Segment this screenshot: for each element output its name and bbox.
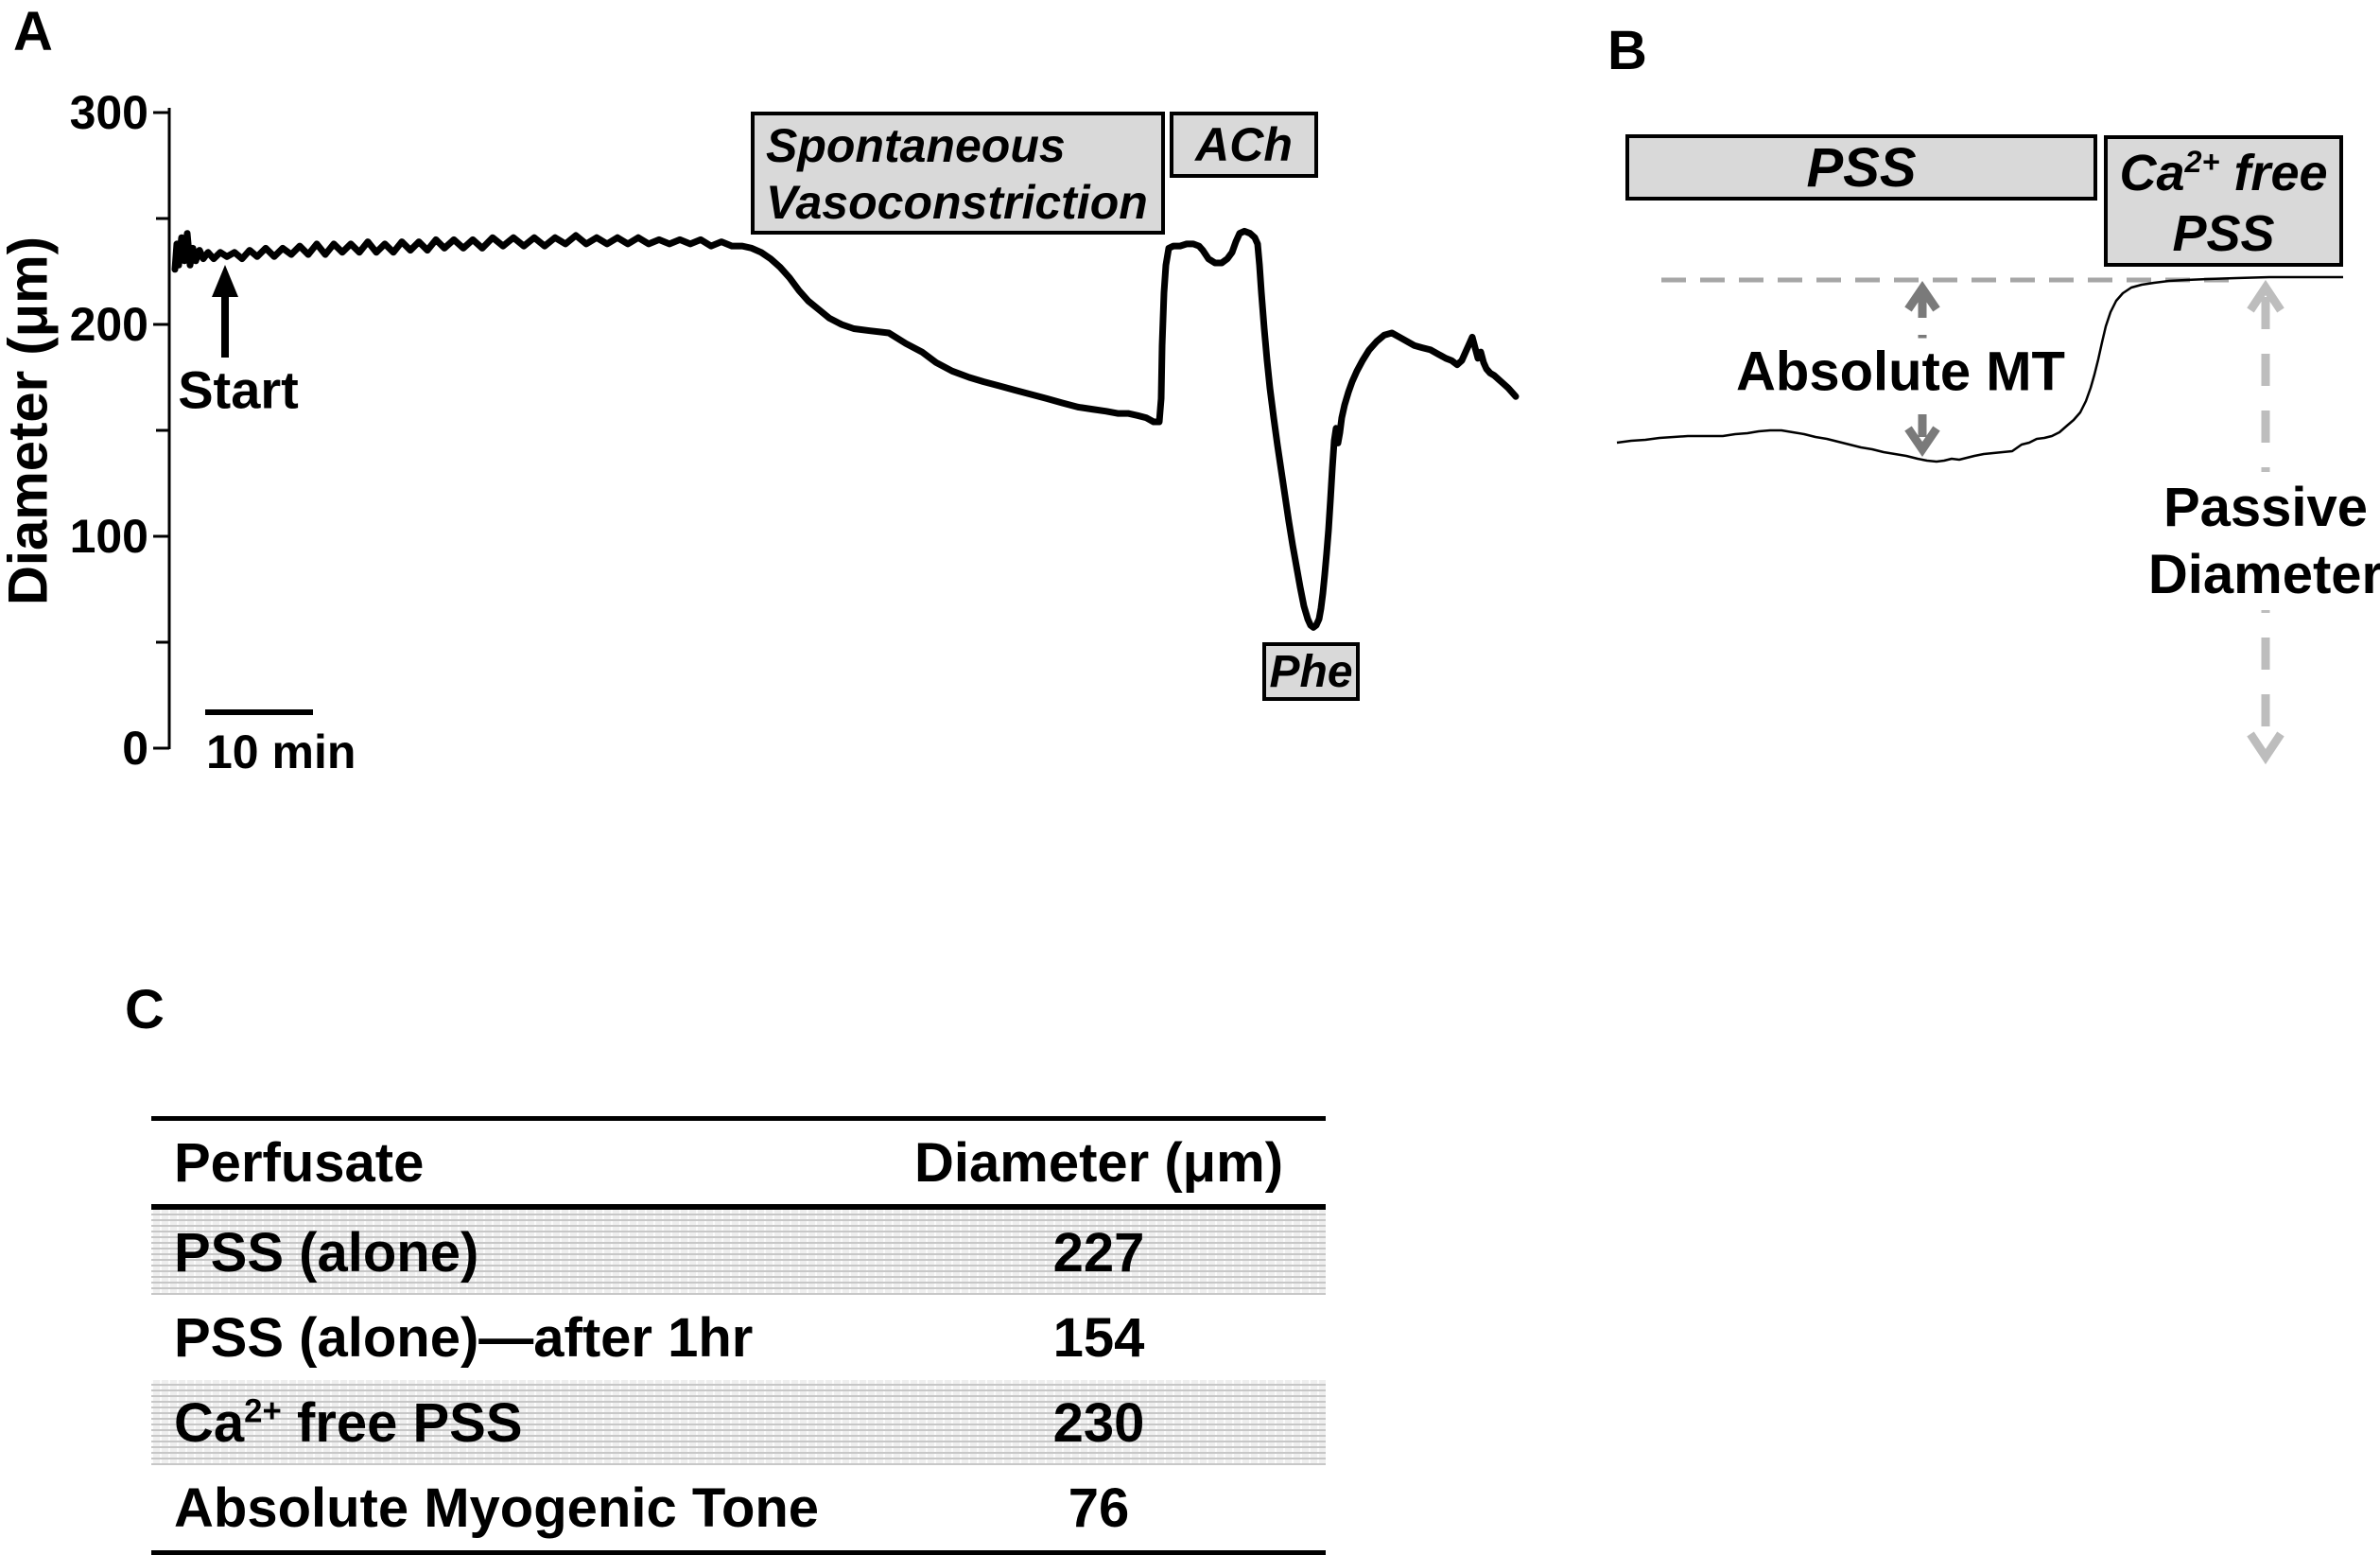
y-tick-label: 100 xyxy=(69,510,148,563)
phe-label: Phe xyxy=(1269,646,1353,697)
absolute-mt-arrow xyxy=(1904,281,1940,457)
perfusate-table: Perfusate Diameter (μm) PSS (alone) 227 … xyxy=(151,1116,1326,1555)
table-row: Ca2+ free PSS 230 xyxy=(151,1380,1326,1465)
row-value: 227 xyxy=(1052,1221,1145,1284)
scalebar-label: 10 min xyxy=(206,725,356,778)
row-label: PSS (alone) xyxy=(174,1221,479,1284)
ca-free-line1: Ca2+ free xyxy=(2119,145,2328,201)
row-label: Absolute Myogenic Tone xyxy=(174,1476,820,1539)
y-axis-ticks xyxy=(153,111,169,750)
table-row: PSS (alone)—after 1hr 154 xyxy=(151,1295,1326,1380)
spontaneous-line2: Vasoconstriction xyxy=(766,176,1148,229)
absolute-mt-annotation: Absolute MT xyxy=(1729,338,2073,406)
pss-box: PSS xyxy=(1625,134,2097,201)
ach-label: ACh xyxy=(1195,118,1293,171)
passive-line1: Passive xyxy=(2163,477,2369,538)
row-label: PSS (alone)—after 1hr xyxy=(174,1306,754,1369)
row-label: Ca2+ free PSS xyxy=(174,1391,523,1454)
row-value: 76 xyxy=(1068,1476,1130,1539)
ca-superscript: 2+ xyxy=(2184,145,2220,179)
start-arrow-head xyxy=(212,265,238,297)
ca-free-line2: PSS xyxy=(2172,205,2275,262)
y-tick-label: 0 xyxy=(122,722,148,775)
y-tick-label: 200 xyxy=(69,298,148,351)
table-row: Absolute Myogenic Tone 76 xyxy=(151,1465,1326,1550)
passive-line2: Diameter xyxy=(2147,544,2380,605)
panel-c-label: C xyxy=(125,979,165,1040)
panel-b-label: B xyxy=(1607,20,1647,81)
passive-diameter-arrow xyxy=(2247,279,2284,765)
y-tick-label: 300 xyxy=(69,86,148,139)
spontaneous-line1: Spontaneous xyxy=(766,119,1066,172)
panel-a-label: A xyxy=(13,1,53,62)
row-value: 230 xyxy=(1052,1391,1145,1454)
start-annotation: Start xyxy=(178,359,299,420)
table-row: PSS (alone) 227 xyxy=(151,1210,1326,1295)
ca-free-pss-box: Ca2+ free PSS xyxy=(2104,135,2343,267)
panel-a-diameter-trace xyxy=(171,227,1520,631)
header-diameter: Diameter (μm) xyxy=(913,1131,1284,1194)
row-value: 154 xyxy=(1052,1306,1145,1369)
passive-diameter-annotation: Passive Diameter xyxy=(2140,472,2380,610)
pss-label: PSS xyxy=(1806,136,1917,199)
phe-box: Phe xyxy=(1262,642,1360,701)
spontaneous-vasoconstriction-box: Spontaneous Vasoconstriction xyxy=(751,112,1165,235)
ca-superscript: 2+ xyxy=(244,1392,282,1430)
table-header-row: Perfusate Diameter (μm) xyxy=(151,1121,1326,1210)
ach-box: ACh xyxy=(1170,112,1318,178)
panel-b-diameter-trace xyxy=(1616,275,2343,463)
header-perfusate: Perfusate xyxy=(174,1131,425,1194)
